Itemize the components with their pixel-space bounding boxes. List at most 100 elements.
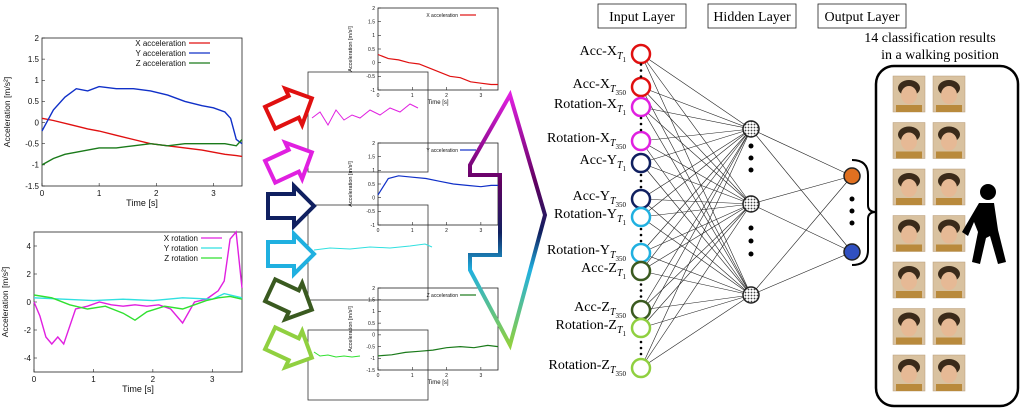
y-tick-label: 0	[35, 118, 40, 127]
y-tick-label: 2	[35, 34, 40, 43]
ellipsis-dot	[639, 116, 643, 120]
plot-frame	[377, 7, 499, 91]
y-tick-label: -2	[24, 326, 32, 335]
legend-label: X acceleration	[426, 13, 458, 19]
output-node	[843, 167, 861, 185]
y-axis-label: Acceleration [m/s²]	[348, 161, 354, 207]
ellipsis-dot	[849, 196, 855, 202]
connection	[640, 128, 752, 142]
plot-frame	[377, 287, 499, 371]
connection	[640, 203, 752, 329]
connection	[750, 175, 853, 205]
connection	[640, 86, 752, 130]
legend-label: Z acceleration	[136, 59, 186, 68]
input-node-label: Acc-XT1	[580, 44, 627, 64]
x-tick-label: 2	[445, 373, 448, 379]
input-node	[630, 260, 652, 282]
results-panel: 14 classification results in a walking p…	[851, 31, 1020, 408]
connection	[750, 128, 853, 253]
input-node-label: Acc-YT350	[573, 189, 627, 209]
big-arrow-chevron	[468, 89, 548, 351]
x-tick-label: 2	[445, 93, 448, 99]
connection	[640, 294, 752, 329]
photo-shirt	[936, 337, 962, 345]
legend-label: Y acceleration	[135, 49, 186, 58]
connection	[640, 106, 752, 130]
ellipsis-dot	[748, 167, 754, 173]
input-arrows	[262, 85, 317, 371]
connection	[640, 203, 752, 218]
connection	[640, 140, 752, 296]
input-arrow	[266, 181, 317, 231]
photo-shirt	[936, 198, 962, 205]
connection	[640, 203, 752, 272]
input-node-label: Rotation-XT1	[554, 97, 627, 117]
y-axis-label: Acceleration [m/s²]	[348, 306, 354, 352]
y-tick-label: 1	[372, 168, 375, 174]
x-tick-label: 0	[32, 375, 37, 384]
photo-face	[941, 225, 957, 244]
ellipsis-dot	[849, 220, 855, 226]
series-line	[41, 85, 243, 145]
series-line	[33, 294, 243, 322]
y-axis-label: Acceleration [m/s²]	[348, 26, 354, 72]
input-arrow	[262, 276, 315, 323]
photo-face	[901, 272, 917, 290]
series-line	[377, 53, 498, 86]
output-node	[843, 243, 861, 261]
connection	[640, 294, 752, 369]
rotation-x-mini-trace	[311, 103, 419, 127]
y-tick-label: -0.5	[25, 140, 39, 149]
layer-title: Input Layer	[609, 10, 675, 25]
y-tick-label: 0.5	[28, 97, 40, 106]
photo-shirt	[896, 105, 922, 112]
photo-face	[941, 365, 957, 383]
ellipsis-dot	[639, 239, 643, 243]
y-tick-label: -1	[371, 223, 376, 229]
input-node-label: Rotation-ZT350	[549, 358, 627, 378]
y-tick-label: -0.5	[366, 74, 375, 80]
connection	[640, 128, 752, 200]
legend-label: X acceleration	[135, 39, 186, 48]
layer-title-box	[817, 3, 907, 29]
input-arrow	[262, 139, 315, 186]
photo-face	[901, 225, 917, 244]
photo-face	[941, 132, 957, 151]
ellipsis-dot	[639, 128, 643, 132]
input-node-label: Acc-ZT350	[574, 300, 626, 320]
y-tick-label: 1	[372, 309, 375, 315]
ellipsis-dot	[639, 63, 643, 66]
legend-label: Z acceleration	[427, 293, 459, 299]
input-node	[630, 242, 652, 264]
connection	[750, 175, 853, 296]
y-tick-label: -1.5	[366, 368, 375, 374]
y-tick-label: 1.5	[368, 154, 375, 160]
photo-shirt	[936, 151, 962, 159]
y-tick-label: -4	[24, 354, 32, 363]
photo-shirt	[896, 198, 922, 205]
input-node	[630, 43, 652, 65]
connection	[640, 203, 752, 311]
ellipsis-dot	[639, 283, 643, 286]
y-tick-label: 1	[35, 76, 40, 85]
y-tick-label: 0	[372, 195, 375, 201]
series-line	[33, 230, 243, 346]
series-line	[377, 344, 499, 357]
y-tick-label: -1.5	[25, 182, 39, 191]
input-node	[630, 317, 652, 339]
ellipsis-dot	[639, 346, 643, 350]
y-tick-label: 2	[372, 286, 375, 292]
hidden-node	[742, 195, 760, 213]
y-axis-label: Acceleration [m/s²]	[2, 77, 12, 147]
input-arrow	[266, 229, 317, 279]
rotation-z-mini-trace	[313, 351, 361, 358]
x-tick-label: 1	[91, 375, 96, 384]
results-frame	[874, 64, 1020, 408]
x-tick-label: 2	[151, 375, 156, 384]
photo-shirt	[936, 105, 962, 112]
photo-face	[901, 365, 917, 383]
input-node-label: Acc-XT350	[573, 77, 627, 97]
